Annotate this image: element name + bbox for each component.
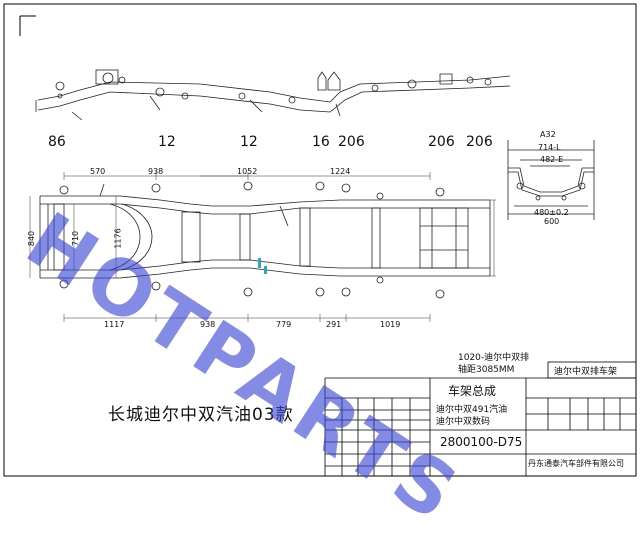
section-dim-3: 482-E: [540, 155, 564, 164]
plan-dim-top-4: 1224: [330, 167, 351, 176]
top-dim-6: 206: [428, 134, 455, 150]
title-block-line-2: 迪尔中双数码: [436, 417, 491, 427]
section-dim-5: 600: [544, 217, 560, 226]
top-dim-3: 12: [240, 134, 258, 150]
plan-dim-bottom-5: 1019: [380, 320, 401, 329]
wheelbase-note-1: 1020-迪尔中双排: [458, 353, 530, 363]
top-dim-1: 86: [48, 134, 66, 150]
drawing-name: 车架总成: [448, 384, 497, 398]
plan-dim-bottom-1: 1117: [104, 320, 125, 329]
plan-dim-top-1: 570: [90, 167, 106, 176]
part-number: 2800100-D75: [440, 435, 523, 449]
title-block-line-1: 迪尔中双491汽油: [436, 405, 508, 415]
model-title: 长城迪尔中双汽油03款: [108, 405, 294, 425]
title-block-top-label: 迪尔中双排车架: [554, 367, 618, 377]
top-dim-7: 206: [466, 134, 493, 150]
company-name: 丹东通泰汽车部件有限公司: [528, 459, 624, 468]
plan-dim-bottom-2: 938: [200, 320, 216, 329]
chassis-drawing: [3, 3, 637, 477]
section-dim-4: 480±0.2: [534, 208, 569, 217]
plan-dim-top-3: 1052: [237, 167, 258, 176]
top-dim-2: 12: [158, 134, 176, 150]
section-dim-1: A32: [540, 130, 556, 139]
side-view: [35, 69, 511, 121]
plan-dim-bottom-3: 779: [276, 320, 292, 329]
plan-dim-top-2: 938: [148, 167, 164, 176]
title-block: [324, 361, 637, 476]
plan-dim-bottom-4: 291: [326, 320, 342, 329]
cross-section-view: [507, 140, 595, 220]
plan-view: [39, 181, 491, 299]
wheelbase-note-2: 轴距3085MM: [458, 365, 515, 375]
section-dim-2: 714-L: [538, 143, 561, 152]
top-dim-4: 16: [312, 134, 330, 150]
top-dim-5: 206: [338, 134, 365, 150]
dimension-lines: [29, 172, 496, 322]
drawing-border: [3, 3, 637, 477]
